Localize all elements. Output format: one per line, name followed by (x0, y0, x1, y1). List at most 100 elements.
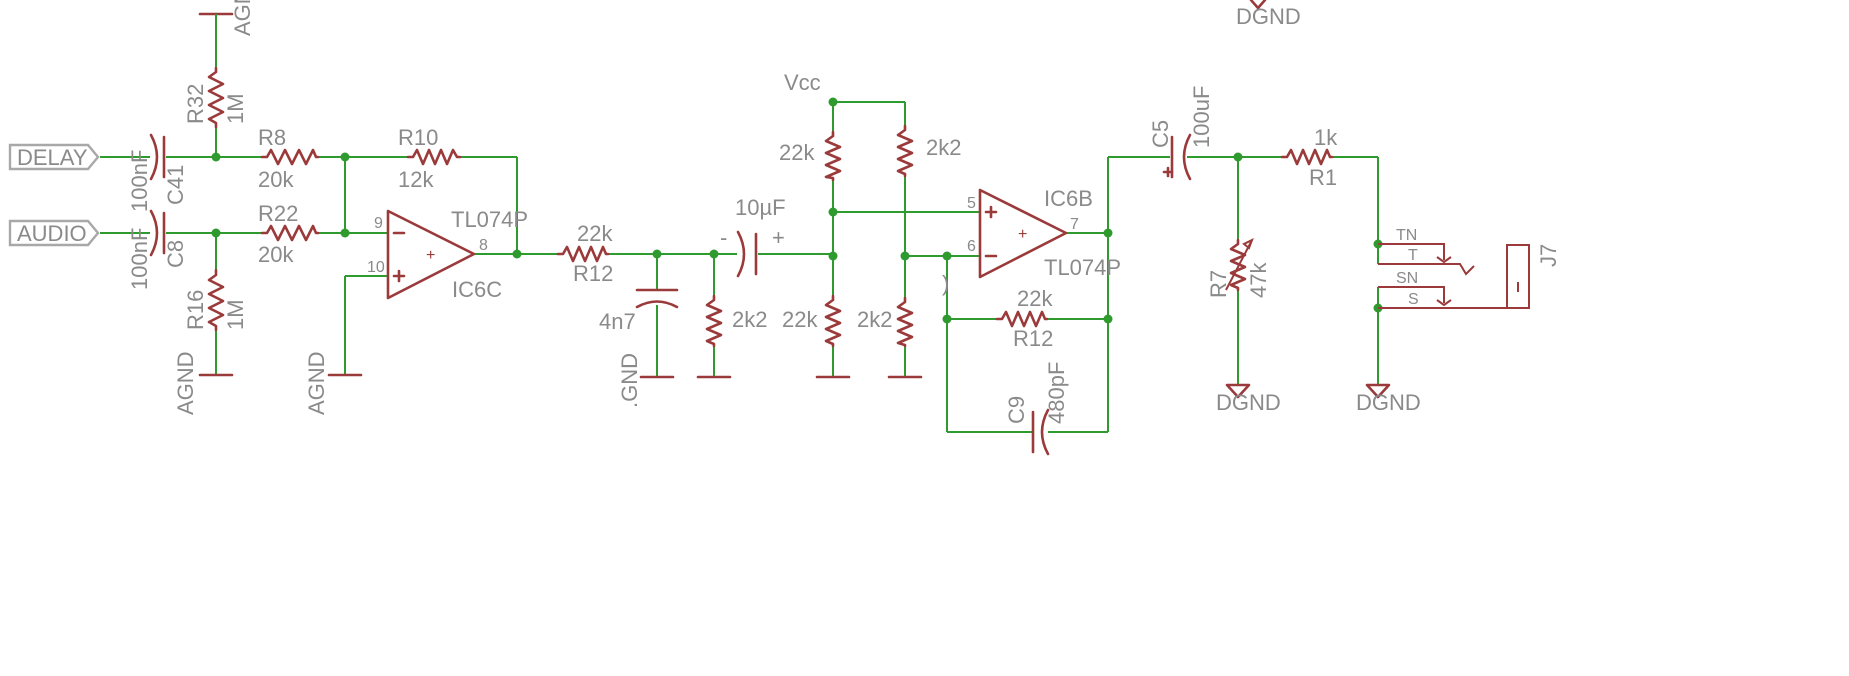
junction-dot (828, 207, 838, 217)
resistor-2k2-shunt[interactable]: 2k2 (705, 294, 767, 348)
r32-ref: R32 (183, 84, 208, 124)
resistor-r1[interactable]: 1k R1 (1280, 125, 1338, 190)
port-audio-label: AUDIO (17, 221, 87, 246)
r22-value: 20k (258, 242, 294, 267)
ic6b-pin-out: 7 (1070, 216, 1079, 233)
opamp-ic6c[interactable]: + 9 10 8 TL074P IC6C (367, 207, 528, 302)
resistor-22k-top[interactable]: 22k (779, 130, 842, 182)
resistor-r7[interactable]: R7 47k (1206, 237, 1271, 298)
junction-dot (652, 249, 662, 259)
r10-ref: R10 (398, 125, 438, 150)
capacitor-c8[interactable]: 100nF C8 (127, 209, 188, 290)
resistor-r16[interactable]: R16 1M (183, 268, 248, 332)
r7-value: 47k (1246, 262, 1271, 298)
r12b-value: 22k (1017, 286, 1053, 311)
junction-dot (900, 251, 910, 261)
c8-value: 100nF (127, 228, 152, 290)
c41-value: 100nF (127, 150, 152, 212)
r8-value: 20k (258, 167, 294, 192)
resistor-r12-a[interactable]: 22k R12 (556, 221, 613, 286)
port-delay[interactable]: DELAY (8, 143, 100, 171)
res-22k-bot-value: 22k (782, 307, 818, 332)
agnd-symbol: AGND (173, 351, 234, 415)
ic6c-ref: IC6C (452, 277, 502, 302)
resistor-2k2-bottom[interactable]: 2k2 (857, 296, 914, 348)
junction-dot (512, 249, 522, 259)
junction-dot (828, 251, 838, 261)
agnd-label: AGND (173, 351, 198, 415)
capacitor-c9[interactable]: C9 480pF (1004, 362, 1069, 456)
j7-pin-tn: TN (1396, 227, 1417, 244)
junction-dot (211, 228, 221, 238)
j7-ref: J7 (1536, 244, 1561, 267)
wires (100, 14, 1379, 433)
junction-dot (340, 152, 350, 162)
junction-dot (942, 251, 952, 261)
ic6c-pin-inv: 9 (374, 215, 383, 232)
resistor-r10[interactable]: R10 12k (398, 125, 462, 192)
resistor-22k-bottom[interactable]: 22k (782, 294, 842, 348)
r1-ref: R1 (1309, 165, 1337, 190)
r32-value: 1M (223, 93, 248, 124)
j7-pin-sn: SN (1396, 270, 1418, 287)
r22-ref: R22 (258, 201, 298, 226)
capacitor-10uf[interactable]: 10µF - + (720, 195, 786, 278)
dgnd-r7-label: DGND (1216, 390, 1281, 415)
r10-value: 12k (398, 167, 434, 192)
ic6b-part: TL074P (1044, 255, 1121, 280)
c5-value: 100uF (1189, 86, 1214, 148)
r1-value: 1k (1314, 125, 1338, 150)
capacitor-c5[interactable]: C5 100uF (1148, 86, 1214, 181)
stray-mark: ) (942, 271, 949, 296)
c9-ref: C9 (1004, 396, 1029, 424)
junction-dot (942, 314, 952, 324)
agnd-ic6c-label: AGND (304, 351, 329, 415)
junction-dot (828, 97, 838, 107)
resistor-r22[interactable]: R22 20k (258, 201, 320, 267)
dgnd-top-label: DGND (1236, 4, 1301, 29)
junction-dot (709, 249, 719, 259)
junction-dot (1103, 228, 1113, 238)
r8-ref: R8 (258, 125, 286, 150)
r12a-ref: R12 (573, 261, 613, 286)
opamp-ic6b[interactable]: + 5 6 7 IC6B TL074P ) (942, 186, 1121, 296)
ic6b-pin-noninv: 5 (967, 195, 976, 212)
r12b-ref: R12 (1013, 326, 1053, 351)
gnd-symbol-4n7: .GND (617, 353, 675, 408)
vcc-label: Vcc (784, 70, 821, 95)
dgnd-j7-label: DGND (1356, 390, 1421, 415)
jack-j7[interactable]: TN T SN S J7 (1378, 227, 1561, 309)
dgnd-symbol-j7: DGND (1356, 383, 1421, 415)
junction-dot (1103, 314, 1113, 324)
agnd-symbol-top: AGN (198, 0, 255, 36)
resistor-r32[interactable]: R32 1M (183, 66, 248, 129)
ic6c-part: TL074P (451, 207, 528, 232)
port-audio[interactable]: AUDIO (8, 219, 100, 247)
c5-ref: C5 (1148, 120, 1173, 148)
ic6b-center-mark: + (1018, 226, 1027, 243)
port-delay-label: DELAY (17, 145, 88, 170)
capacitor-4n7[interactable]: 4n7 (599, 288, 679, 334)
ic6b-ref: IC6B (1044, 186, 1093, 211)
resistor-2k2-top[interactable]: 2k2 (896, 124, 961, 178)
ic6b-pin-inv: 6 (967, 238, 976, 255)
resistor-r12-b[interactable]: 22k R12 (995, 286, 1053, 351)
ic6c-center-mark: + (426, 247, 435, 264)
dgnd-symbol-r7: DGND (1216, 383, 1281, 415)
gnd-partial-label: .GND (617, 353, 642, 408)
junction-dot (1233, 152, 1243, 162)
capacitor-c41[interactable]: 100nF C41 (127, 133, 188, 212)
c9-value: 480pF (1044, 362, 1069, 424)
cap-10u-value: 10µF (735, 195, 786, 220)
res-22k-top-value: 22k (779, 140, 815, 165)
r16-value: 1M (223, 299, 248, 330)
res-2k2-shunt-value: 2k2 (732, 307, 767, 332)
agnd-symbol-ic6c: AGND (304, 351, 363, 415)
ic6c-pin-out: 8 (479, 237, 488, 254)
res-2k2-top-value: 2k2 (926, 135, 961, 160)
dgnd-symbol-top: DGND (1236, 0, 1301, 29)
c8-ref: C8 (163, 240, 188, 268)
resistor-r8[interactable]: R8 20k (258, 125, 320, 192)
agnd-top-label: AGN (230, 0, 255, 36)
